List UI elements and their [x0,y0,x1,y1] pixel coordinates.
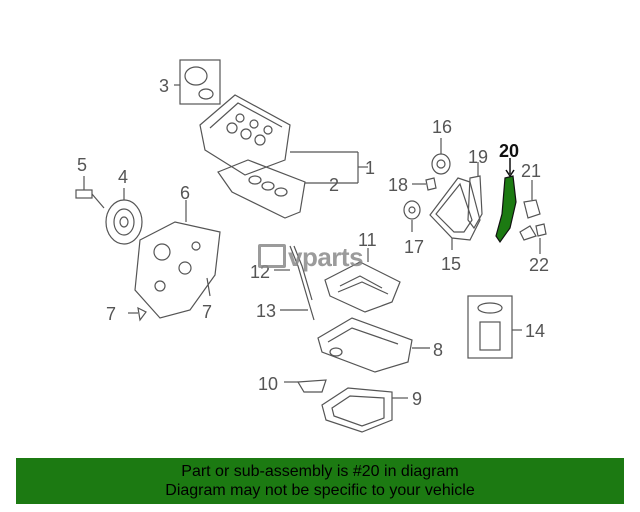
part-11-oil-pump [324,248,401,313]
callout-8: 8 [433,340,444,360]
part-8-oil-pan-upper [317,317,430,373]
part-6-timing-cover [134,200,221,319]
part-20-highlighted [495,158,517,244]
callout-22: 22 [529,255,550,275]
part-7-seals [128,277,211,322]
part-1-valve-cover [199,94,368,183]
callout-17: 17 [404,237,425,257]
part-10-baffle [284,379,327,393]
callout-5: 5 [77,155,88,175]
part-info-banner: Part or sub-assembly is #20 in diagram D… [16,458,624,504]
part-info-line-2: Diagram may not be specific to your vehi… [165,482,475,499]
part-19-chain-guide [467,162,483,230]
part-14-oil-filter [467,295,522,359]
watermark-text: vparts [288,242,364,272]
vparts-watermark: vparts [258,242,364,273]
callout-14: 14 [525,321,546,341]
part-16-17-pulleys [403,138,451,232]
callout-3: 3 [159,76,170,96]
vparts-logo-icon [258,244,286,268]
part-21-22-tensioner [519,180,547,254]
part-2-gasket [217,159,358,219]
callout-20: 20 [499,141,520,161]
callout-11: 11 [358,230,377,250]
callout-7b: 7 [202,302,213,322]
callout-13: 13 [256,301,277,321]
part-info-line-1: Part or sub-assembly is #20 in diagram [181,463,459,480]
callout-18: 18 [388,175,409,195]
part-5-bolt [75,176,105,209]
part-18-bracket [412,177,437,191]
callout-4: 4 [118,167,129,187]
callout-7a: 7 [106,304,117,324]
callout-15: 15 [441,254,462,274]
callout-10: 10 [258,374,279,394]
callout-2: 2 [329,175,340,195]
part-3-oil-cap [174,59,221,105]
part-12-13-dipstick [274,245,315,321]
callout-21: 21 [521,161,542,181]
callout-16: 16 [432,117,453,137]
part-15-timing-chain [429,177,481,250]
part-4-pulley [105,188,143,245]
callout-9: 9 [412,389,423,409]
callout-6: 6 [180,183,191,203]
callout-19: 19 [468,147,489,167]
callout-1: 1 [365,158,376,178]
part-9-oil-pan-lower [321,387,408,433]
